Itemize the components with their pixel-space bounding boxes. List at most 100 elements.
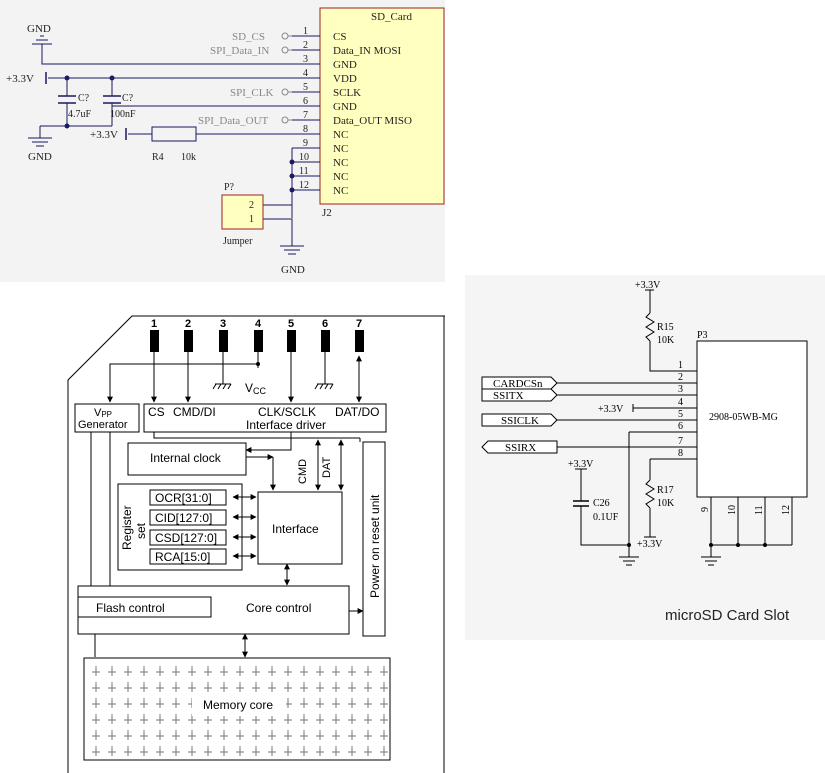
resistor-r15-icon	[645, 312, 655, 342]
microsd-pin-num: 9	[700, 507, 711, 512]
microsd-pin-num: 6	[678, 421, 683, 432]
net-label-spi-data-in: SPI_Data_IN	[210, 45, 269, 57]
sd-card-pin-stubs	[292, 35, 320, 191]
net-label-spi-data-out: SPI_Data_OUT	[198, 115, 269, 127]
pin-contacts	[150, 330, 364, 352]
r17-value: 10K	[657, 498, 675, 509]
internal-wiring	[88, 432, 364, 658]
pin-num: 11	[299, 166, 309, 177]
interface-driver-block	[143, 403, 387, 433]
ground-label-jumper: GND	[281, 264, 305, 276]
microsd-pin-num: 11	[754, 505, 765, 515]
interface-driver-label: Interface driver	[246, 418, 326, 432]
resistor-r4-value: 10k	[181, 152, 196, 163]
register-arrows	[232, 494, 257, 559]
register-set-label: set	[134, 522, 148, 539]
vpp-generator-label: Generator	[78, 419, 128, 431]
register-set-label: Register	[120, 505, 134, 550]
card-outline	[67, 315, 445, 773]
pin-name: GND	[333, 59, 357, 71]
pin4-power-label: +3.3V	[598, 404, 624, 415]
internal-clock-label: Internal clock	[150, 451, 222, 465]
vcc-label: VCC	[245, 381, 267, 396]
microsd-part-number: 2908-05WB-MG	[709, 412, 778, 423]
pin-num: 9	[303, 138, 308, 149]
ground-icon	[32, 35, 52, 45]
microsd-pin-num: 7	[678, 436, 683, 447]
resistor-r4-icon	[151, 126, 197, 142]
microsd-schematic: +3.3V R15 10K P3 2908-05WB-MG 1 2 3 4 5 …	[465, 275, 825, 640]
interface-label: Interface	[272, 522, 319, 536]
pin-name: Data_OUT MISO	[333, 115, 412, 127]
register-csd: CSD[127:0]	[155, 531, 217, 545]
block-pin-number: 3	[220, 318, 226, 330]
cap2-value: 100nF	[110, 109, 136, 120]
cap2-ref: C?	[122, 93, 134, 104]
pin-num: 3	[303, 54, 308, 65]
cmd-label: CMD	[297, 459, 309, 484]
pin-num: 6	[303, 96, 308, 107]
microsd-pin-num: 1	[678, 360, 683, 371]
microsd-schematic-drawing: +3.3V R15 10K P3 2908-05WB-MG 1 2 3 4 5 …	[481, 280, 808, 624]
pin-name: SCLK	[333, 87, 361, 99]
capacitor-icons	[58, 95, 121, 104]
jumper-ref: P?	[224, 182, 235, 193]
core-control-label: Core control	[246, 601, 311, 615]
microsd-power-label: +3.3V	[635, 280, 661, 291]
ground-icon	[619, 545, 639, 566]
microsd-pin-num: 2	[678, 372, 683, 383]
registers	[149, 489, 227, 565]
r17-power-label: +3.3V	[637, 539, 663, 550]
microsd-pin-num: 5	[678, 409, 683, 420]
junction-dots	[64, 75, 295, 193]
net-tag-icons	[481, 376, 558, 454]
pin-name: NC	[333, 185, 348, 197]
power-label-vdd: +3.3V	[6, 73, 34, 85]
power-on-reset-block	[362, 441, 386, 637]
microsd-pin-num: 4	[678, 397, 683, 408]
microsd-pin-num: 12	[781, 505, 792, 515]
microsd-caption: microSD Card Slot	[665, 607, 790, 624]
microsd-bottom-pins	[701, 497, 793, 566]
sd-card-designator: J2	[322, 207, 332, 219]
net-cardcsn: CARDCSn	[493, 378, 543, 390]
jumper-component	[221, 194, 264, 230]
net-label-sd-cs: SD_CS	[232, 31, 265, 43]
r15-value: 10K	[657, 335, 675, 346]
flash-control-label: Flash control	[96, 601, 165, 615]
pin-name: NC	[333, 143, 348, 155]
pin-name: NC	[333, 157, 348, 169]
ground-label-top: GND	[27, 23, 51, 35]
sd-card-schematic: SD_Card J2 1 2 3 4 5 6 7 8 9 10 11 12 CS…	[0, 0, 445, 282]
sd-card-wiring	[39, 44, 293, 246]
microsd-pin-num: 8	[678, 448, 683, 459]
jumper-label: Jumper	[223, 236, 253, 247]
resistor-r4-ref: R4	[152, 152, 164, 163]
sd-card-schematic-drawing: SD_Card J2 1 2 3 4 5 6 7 8 9 10 11 12 CS…	[6, 7, 445, 276]
register-cid: CID[127:0]	[155, 511, 212, 525]
interface-block	[257, 491, 343, 565]
c26-power-label: +3.3V	[568, 459, 594, 470]
net-label-spi-clk: SPI_CLK	[230, 87, 273, 99]
pin-name: NC	[333, 171, 348, 183]
block-pin-number: 2	[185, 318, 191, 330]
net-port-icons	[281, 32, 292, 124]
net-ssiclk: SSICLK	[501, 415, 539, 427]
r15-ref: R15	[657, 322, 674, 333]
sd-card-title: SD_Card	[371, 11, 412, 23]
register-rca: RCA[15:0]	[155, 550, 210, 564]
register-ocr: OCR[31:0]	[155, 491, 212, 505]
signal-cmd-di: CMD/DI	[173, 405, 216, 419]
cap1-value: 4.7uF	[68, 109, 92, 120]
pin-signal-lines	[107, 352, 362, 403]
block-pin-number: 7	[356, 318, 362, 330]
jumper-pin: 2	[249, 200, 254, 211]
microsd-pin-num: 10	[727, 505, 738, 515]
pin-name: VDD	[333, 73, 357, 85]
block-pin-number: 1	[151, 318, 157, 330]
pin-name: Data_IN MOSI	[333, 45, 401, 57]
dat-label: DAT	[321, 457, 333, 478]
microsd-connector	[696, 340, 808, 498]
ground-label-left: GND	[28, 151, 52, 163]
vpp-generator-block	[74, 403, 140, 433]
